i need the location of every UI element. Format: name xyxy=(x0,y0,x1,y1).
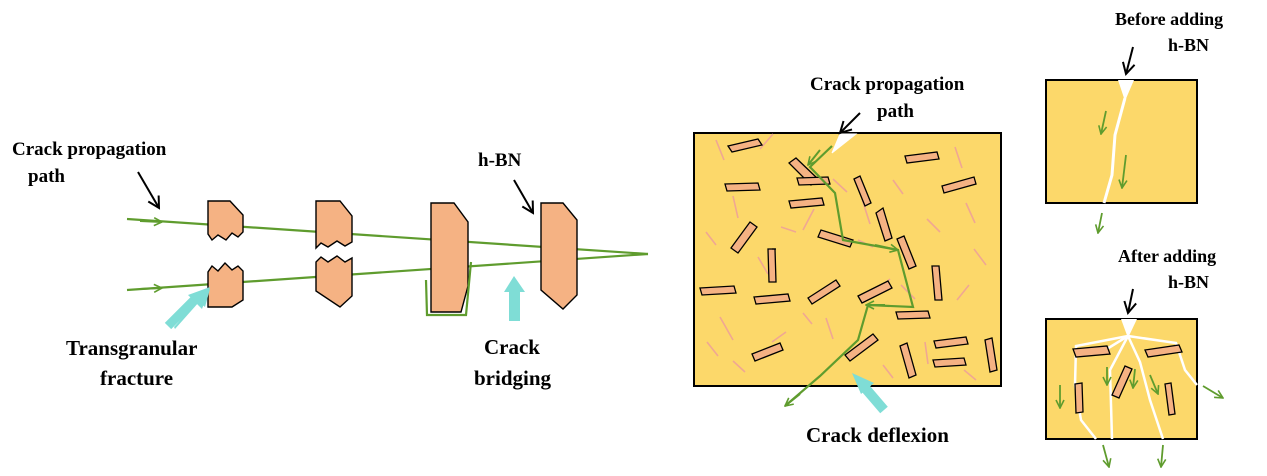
crack-arrow-2 xyxy=(874,245,898,250)
crack-around-grain xyxy=(424,261,473,317)
grain-fractured-bottom-1 xyxy=(207,261,244,308)
label-after-1: After adding xyxy=(1118,246,1216,266)
pointer-arrow-before xyxy=(1126,46,1133,74)
label-crack-path-left-2: path xyxy=(28,166,65,187)
white-crack-before xyxy=(1102,97,1127,204)
grain-fractured-top-1 xyxy=(207,200,244,242)
highlight-arrow-bridging-head xyxy=(504,276,525,292)
crack-arrow-before-2 xyxy=(1122,154,1126,188)
label-after-2: h-BN xyxy=(1168,272,1209,292)
crack-deflected-path xyxy=(784,145,915,407)
label-hbn-left: h-BN xyxy=(478,150,522,171)
matrix-block xyxy=(693,132,1002,387)
hbn-grain-bridging xyxy=(540,202,578,310)
highlight-arrow-deflexion-shaft xyxy=(862,385,888,414)
crack-notch-after xyxy=(1121,319,1137,338)
crack-arrow-before-exit xyxy=(1098,212,1102,233)
hbn-grain-deflected xyxy=(430,202,469,313)
crack-arrow-before-1 xyxy=(1101,110,1106,134)
left-panel: Crack propagation path h-BN Transgranula… xyxy=(12,139,649,390)
highlight-arrow-deflexion-head xyxy=(852,373,874,394)
label-crack-bridging-2: bridging xyxy=(474,366,552,390)
crack-arrow-1 xyxy=(808,149,821,165)
crack-notch-before xyxy=(1118,80,1134,101)
label-transgranular-1: Transgranular xyxy=(66,336,197,360)
pointer-arrow-after xyxy=(1128,288,1133,313)
crack-entry-arrow-upper xyxy=(139,221,162,222)
pointer-arrow-crack-path xyxy=(137,171,159,208)
grain-fractured-top-2 xyxy=(315,200,353,250)
label-crack-path-mid-1: Crack propagation xyxy=(810,74,965,95)
label-crack-deflexion: Crack deflexion xyxy=(806,423,949,447)
pointer-arrow-hbn xyxy=(513,179,533,213)
pointer-arrow-crack-path-mid xyxy=(840,112,861,133)
highlight-arrow-transgranular-shaft xyxy=(164,294,200,330)
highlight-arrow-bridging-shaft xyxy=(509,289,520,321)
right-panel: Before adding h-BN After adding h-BN xyxy=(1045,9,1223,467)
highlight-arrow-transgranular-head xyxy=(188,287,210,309)
crack-arrow-exit xyxy=(785,393,801,406)
grain-fractured-bottom-2 xyxy=(315,255,353,308)
label-crack-bridging-1: Crack xyxy=(484,335,540,359)
fiber-strands xyxy=(705,133,987,381)
crack-arrows-after xyxy=(1060,367,1223,467)
label-crack-path-mid-2: path xyxy=(877,101,914,122)
middle-panel: Crack propagation path Crack deflexion xyxy=(693,74,1002,447)
label-crack-path-left-1: Crack propagation xyxy=(12,139,167,160)
hbn-platelets-after xyxy=(1072,344,1183,416)
hbn-platelets xyxy=(699,138,998,379)
crack-entry-arrow-lower xyxy=(139,288,162,289)
label-before-2: h-BN xyxy=(1168,35,1209,55)
matrix-block-before xyxy=(1045,79,1198,204)
label-transgranular-2: fracture xyxy=(100,366,173,390)
label-before-1: Before adding xyxy=(1115,9,1223,29)
